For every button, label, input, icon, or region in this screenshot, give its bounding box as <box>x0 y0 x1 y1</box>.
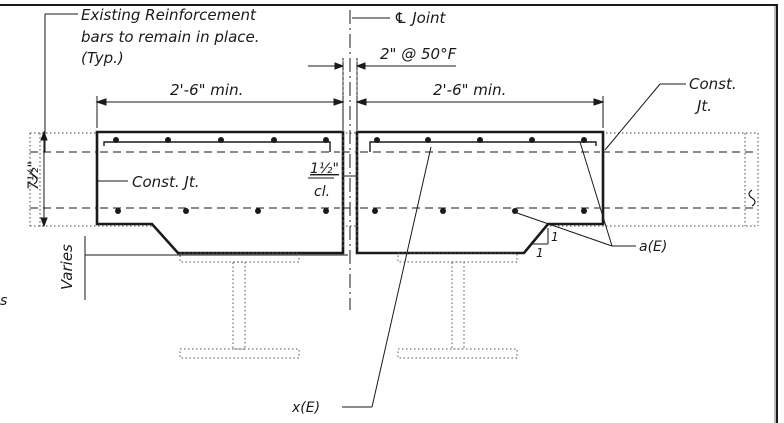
existing-reinforcement-leader <box>44 13 78 152</box>
const-jt-right-label-2: Jt. <box>694 97 712 115</box>
girder-right <box>397 252 518 359</box>
left-top-bar <box>103 141 331 152</box>
break-mark-right <box>748 189 756 207</box>
existing-reinforcement-label-1: Existing Reinforcement <box>81 6 257 24</box>
const-jt-right-label-1: Const. <box>689 75 737 93</box>
drawing-frame <box>0 4 778 423</box>
bottom-rebar-dots <box>115 208 587 214</box>
slope-horizontal-label: 1 <box>536 246 544 260</box>
dimension-right-label: 2'-6" min. <box>433 81 506 99</box>
dimension-right <box>355 96 605 128</box>
block-bar-lines <box>100 151 600 209</box>
joint-centerline <box>342 10 358 310</box>
cover-label-num: 1½" <box>310 161 339 177</box>
slope-symbol <box>533 228 549 245</box>
existing-reinforcement-label-2: bars to remain in place. <box>81 28 260 46</box>
dimension-left-label: 2'-6" min. <box>170 81 243 99</box>
break-mark-left <box>30 167 38 185</box>
joint-gap-label: 2" @ 50°F <box>380 45 457 63</box>
cover-label-unit: cl. <box>314 184 330 200</box>
depth-label: 7½" <box>26 161 42 190</box>
varies-label: Varies <box>58 244 76 290</box>
top-rebar-dots <box>113 137 587 143</box>
existing-reinforcement-label-3: (Typ.) <box>81 49 124 67</box>
right-top-bar <box>369 141 597 152</box>
right-slab-block <box>355 130 605 255</box>
const-jt-left-label: Const. Jt. <box>132 173 199 191</box>
bar-x-leader <box>342 146 432 408</box>
varies-dimension <box>84 236 348 300</box>
bar-x-label: x(E) <box>291 400 320 416</box>
bar-a-leaders <box>516 141 636 247</box>
joint-label: ℄ Joint <box>394 9 446 27</box>
bar-a-label: a(E) <box>639 239 667 255</box>
const-jt-right-leader <box>604 83 686 151</box>
girder-left <box>179 252 300 359</box>
joint-gap-dimension <box>308 62 456 70</box>
edge-mark-label: s <box>0 293 7 309</box>
depth-dimension <box>40 130 48 228</box>
slope-vertical-label: 1 <box>551 230 559 244</box>
dimension-left <box>95 96 345 128</box>
left-slab-block <box>95 130 345 255</box>
